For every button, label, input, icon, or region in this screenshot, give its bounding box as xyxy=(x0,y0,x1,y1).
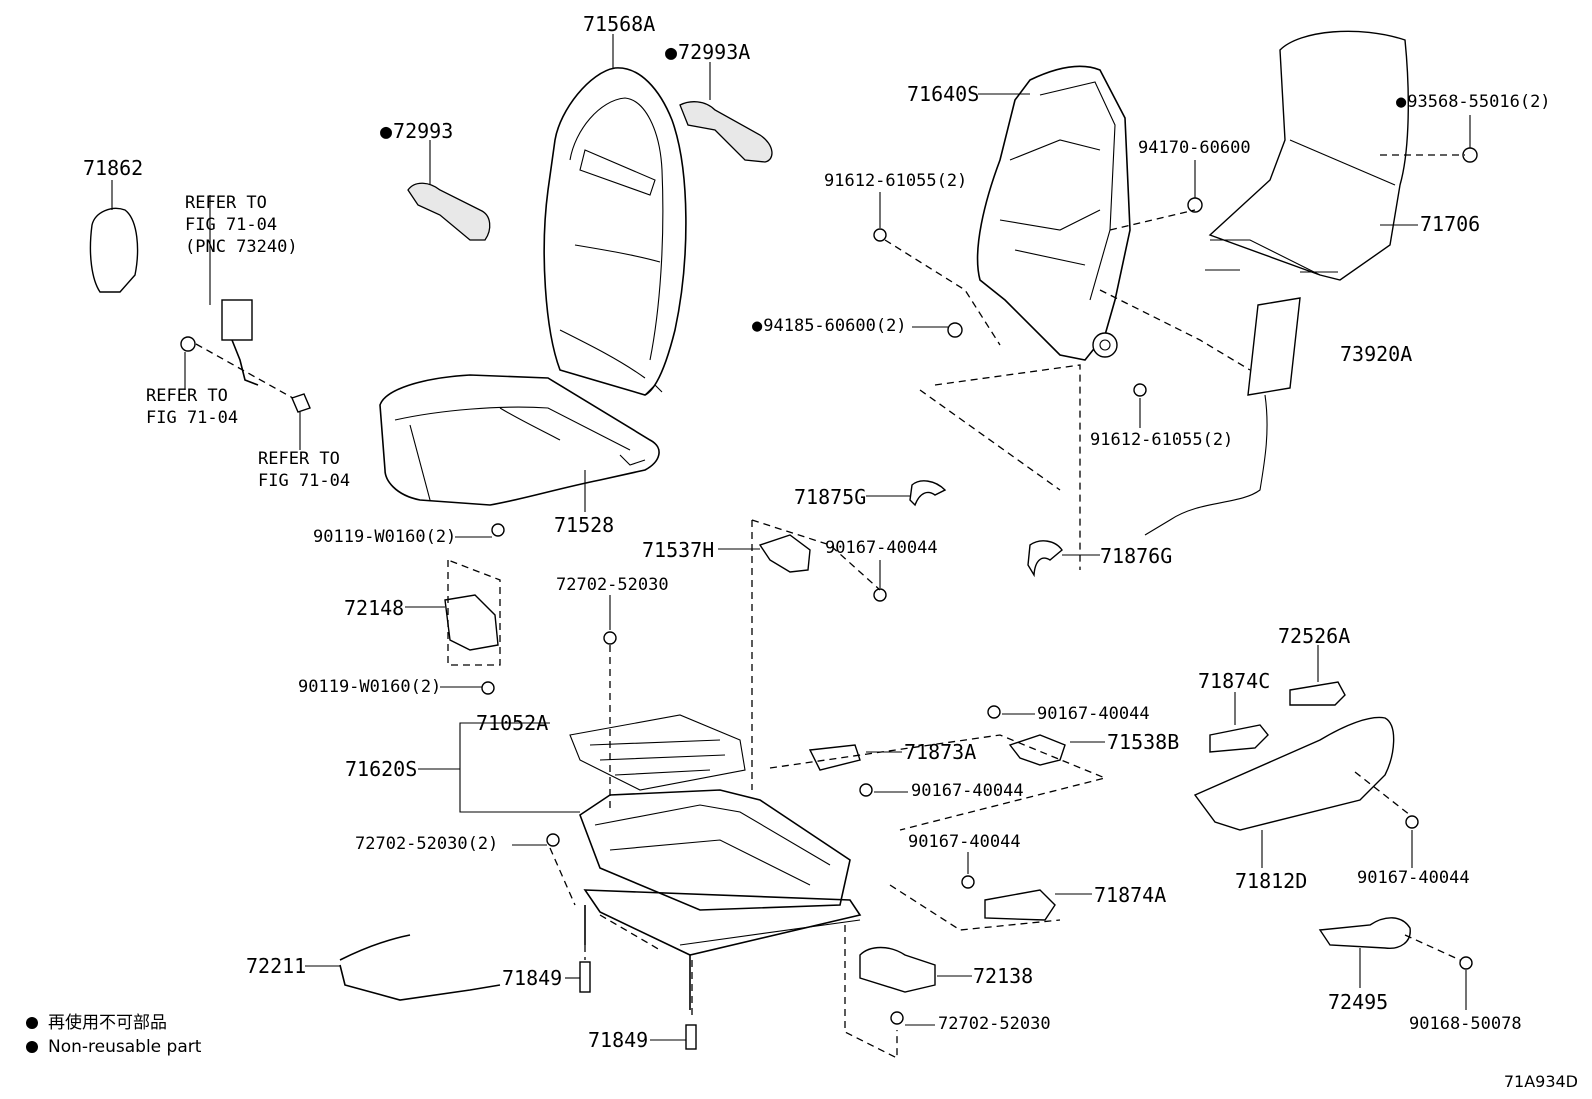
label-71874A: 71874A xyxy=(1094,883,1167,907)
label-refer-seatbelt: REFER TO xyxy=(185,193,267,213)
seatbelt-buckle xyxy=(180,299,311,413)
label-71873A: 71873A xyxy=(904,740,977,764)
label-refer-b: REFER TO xyxy=(258,449,340,469)
label-90167-e: 90167-40044 xyxy=(1357,868,1470,888)
seat-spring-mat xyxy=(569,714,746,791)
legend-jp-text: 再使用不可部品 xyxy=(48,1013,167,1033)
label-90167-c: 90167-40044 xyxy=(911,781,1024,801)
label-71862: 71862 xyxy=(83,156,144,180)
label-71052A: 71052A xyxy=(476,711,549,735)
label-90168: 90168-50078 xyxy=(1409,1014,1522,1034)
shield-71812D xyxy=(1193,716,1395,831)
seat-back-board xyxy=(1205,30,1409,281)
label-71568A: 71568A xyxy=(583,12,656,36)
bracket-72148-outline xyxy=(447,559,501,666)
seat-track-frame xyxy=(579,789,862,1010)
label-71849-b: 71849 xyxy=(588,1028,649,1052)
side-airbag xyxy=(1144,297,1301,536)
label-71640S: 71640S xyxy=(907,82,980,106)
legend-non-reusable-jp: 再使用不可部品 xyxy=(26,1012,167,1034)
label-71849-a: 71849 xyxy=(502,966,563,990)
legend-en-text: Non-reusable part xyxy=(48,1037,202,1057)
label-72495: 72495 xyxy=(1328,990,1389,1014)
label-73920A: 73920A xyxy=(1340,342,1413,366)
cover-71876G xyxy=(1027,540,1063,578)
label-90119-a: 90119-W0160(2) xyxy=(313,527,457,547)
bracket-71874A xyxy=(984,889,1056,921)
bullet-icon xyxy=(26,1041,38,1053)
leader-lines xyxy=(111,34,1471,1041)
drawing-code: 71A934D xyxy=(1503,1072,1578,1091)
label-90167-d: 90167-40044 xyxy=(908,832,1021,852)
cover-71875G xyxy=(909,480,947,507)
label-94170: 94170-60600 xyxy=(1138,138,1251,158)
label-71538B: 71538B xyxy=(1107,730,1180,754)
seat-back-frame xyxy=(976,65,1131,361)
label-72993A: 72993A xyxy=(665,40,750,64)
label-72211: 72211 xyxy=(246,954,307,978)
bullet-icon xyxy=(26,1017,38,1029)
label-71875G: 71875G xyxy=(794,485,867,509)
label-94185: 94185-60600(2) xyxy=(752,316,906,336)
label-72702-a: 72702-52030 xyxy=(556,575,669,595)
label-72993: 72993 xyxy=(380,119,453,143)
label-refer-seatbelt-pnc: (PNC 73240) xyxy=(185,237,298,257)
seat-back-cover xyxy=(543,67,687,396)
label-72526A: 72526A xyxy=(1278,624,1351,648)
label-71876G: 71876G xyxy=(1100,544,1173,568)
legend-non-reusable-en: Non-reusable part xyxy=(26,1036,201,1058)
label-71706: 71706 xyxy=(1420,212,1481,236)
bracket-71538B xyxy=(1008,734,1066,766)
label-72148: 72148 xyxy=(344,596,405,620)
bracket-71873A xyxy=(808,744,861,771)
label-93568: 93568-55016(2) xyxy=(1396,92,1550,112)
label-91612-b: 91612-61055(2) xyxy=(1090,430,1234,450)
label-refer-a-fig: FIG 71-04 xyxy=(146,408,239,428)
label-71537H: 71537H xyxy=(642,538,715,562)
headrest-pad-72993A xyxy=(679,101,773,163)
label-90167-b: 90167-40044 xyxy=(1037,704,1150,724)
label-90119-b: 90119-W0160(2) xyxy=(298,677,442,697)
assembly-lines xyxy=(549,154,1465,1060)
cover-71874C xyxy=(1209,724,1269,753)
label-72702-c: 72702-52030 xyxy=(938,1014,1051,1034)
seat-cushion xyxy=(379,374,660,506)
fasteners xyxy=(481,147,1478,1050)
cover-72138 xyxy=(859,946,936,993)
label-71528: 71528 xyxy=(554,513,615,537)
knob-72526A xyxy=(1289,681,1346,706)
label-refer-seatbelt-fig: FIG 71-04 xyxy=(185,215,278,235)
label-91612-a: 91612-61055(2) xyxy=(824,171,968,191)
label-72702-b: 72702-52030(2) xyxy=(355,834,499,854)
label-refer-b-fig: FIG 71-04 xyxy=(258,471,351,491)
label-90167-a: 90167-40044 xyxy=(825,538,938,558)
wire-72211 xyxy=(339,934,501,1001)
bracket-71537H xyxy=(758,534,811,573)
label-refer-a: REFER TO xyxy=(146,386,228,406)
label-71620S: 71620S xyxy=(345,757,418,781)
label-71874C: 71874C xyxy=(1198,669,1271,693)
label-72138: 72138 xyxy=(973,964,1034,988)
label-71812D: 71812D xyxy=(1235,869,1308,893)
bracket-72148 xyxy=(444,594,499,651)
lever-72495 xyxy=(1318,917,1411,949)
headrest-pad-72993 xyxy=(407,182,491,241)
side-cover-71862 xyxy=(89,207,139,293)
